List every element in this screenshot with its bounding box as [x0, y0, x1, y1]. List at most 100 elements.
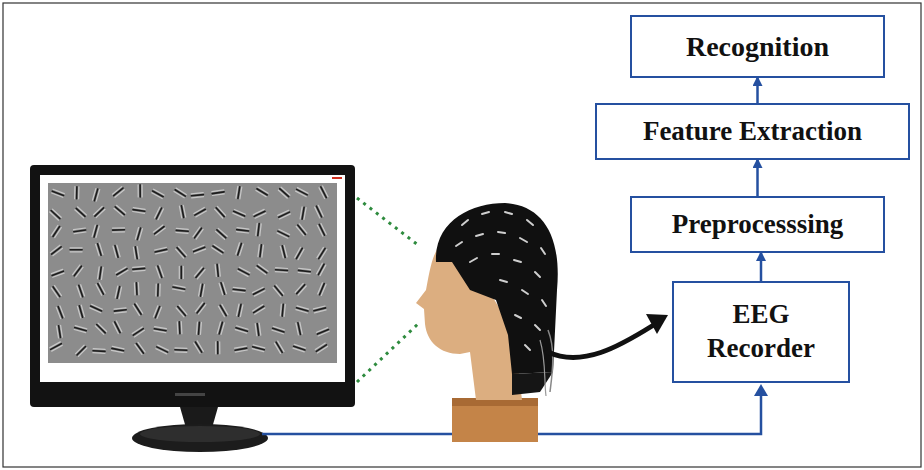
gabor-stripe — [319, 224, 324, 235]
gabor-stripe — [278, 231, 289, 236]
gabor-stripe — [70, 247, 82, 248]
gabor-stripe — [212, 192, 224, 194]
gabor-stripe — [115, 322, 120, 333]
gabor-patches — [50, 185, 330, 357]
gabor-stripe — [78, 187, 80, 199]
gabor-stripe — [317, 330, 328, 335]
gabor-stripe — [236, 328, 248, 332]
gabor-stripe — [175, 190, 185, 196]
gabor-stripe — [319, 248, 325, 258]
gabor-stripe — [91, 306, 102, 311]
gabor-stripe — [298, 323, 301, 335]
gabor-stripe — [318, 264, 324, 275]
hair — [512, 372, 553, 395]
gabor-stripe — [133, 329, 143, 336]
gabor-stripe — [138, 283, 140, 295]
gabor-stripe — [74, 228, 86, 230]
gabor-stripe — [113, 229, 125, 231]
gabor-stripe — [298, 225, 306, 234]
gabor-stripe — [238, 243, 242, 255]
flow-arrow — [760, 253, 763, 281]
gabor-stripe — [257, 189, 267, 195]
gabor-stripe — [298, 272, 310, 273]
outer-frame — [3, 3, 921, 467]
gabor-stripe — [238, 187, 240, 199]
gabor-stripe — [114, 308, 126, 309]
gabor-stripe — [114, 310, 126, 311]
gabor-stripe — [297, 189, 308, 195]
gabor-stripe — [217, 264, 218, 276]
gabor-stripe — [175, 347, 187, 349]
gabor-stripe — [179, 266, 180, 278]
gaze-line — [357, 322, 420, 382]
gabor-stripe — [215, 342, 216, 354]
gabor-stripe — [159, 284, 161, 296]
gabor-stripe — [254, 211, 265, 216]
gabor-stripe — [181, 322, 183, 334]
monitor-logo — [175, 393, 205, 396]
gabor-stripe — [275, 286, 283, 295]
gabor-stripe — [276, 269, 288, 271]
gabor-stripe — [133, 210, 145, 212]
gabor-stripe — [257, 266, 267, 273]
gabor-stripe — [138, 185, 139, 197]
monitor-bezel — [30, 165, 355, 407]
gabor-stripe — [198, 322, 200, 334]
gabor-stripe — [179, 322, 181, 334]
gabor-stripe — [280, 189, 289, 197]
monitor-base-top — [140, 426, 260, 442]
gabor-stripe — [102, 267, 104, 279]
gabor-stripe — [276, 267, 288, 269]
gabor-stripe — [155, 249, 167, 252]
gabor-stripe — [282, 246, 285, 258]
gabor-stripe — [320, 284, 325, 295]
box-label: Preprocesssing — [672, 208, 844, 242]
gabor-stripe — [94, 189, 97, 201]
gabor-stripe — [79, 306, 82, 318]
gabor-stripe — [175, 351, 187, 353]
gabor-stripe — [253, 347, 265, 350]
gabor-stripe — [153, 191, 164, 197]
gabor-stripe — [237, 228, 249, 229]
gabor-stripe — [76, 208, 85, 216]
gabor-stripe — [237, 230, 249, 231]
gabor-stripe — [239, 304, 242, 316]
gabor-stripe — [183, 266, 184, 278]
gabor-stripe — [195, 342, 201, 352]
gabor-stripe — [212, 190, 224, 192]
gabor-stripe — [276, 342, 282, 352]
gabor-stripe — [302, 207, 304, 219]
gabor-stripe — [254, 306, 264, 312]
gabor-stripe — [220, 305, 226, 315]
gabor-stripe — [282, 304, 283, 316]
gabor-stimulus — [48, 183, 337, 363]
gabor-stripe — [279, 212, 290, 217]
gabor-stripe — [233, 287, 245, 288]
gabor-stripe — [221, 283, 225, 295]
gabor-stripe — [112, 348, 124, 350]
gabor-stripe — [137, 228, 140, 240]
gabor-stripe — [156, 208, 161, 219]
gabor-stripe — [70, 251, 82, 252]
gabor-stripe — [196, 322, 198, 334]
process-box: Feature Extraction — [595, 103, 910, 160]
gabor-stripe — [117, 269, 127, 275]
gabor-stripe — [195, 209, 206, 215]
gabor-stripe — [97, 325, 106, 333]
head-stand — [452, 398, 538, 442]
gabor-stripe — [113, 231, 125, 233]
gabor-stripe — [135, 247, 137, 259]
gabor-stripe — [257, 324, 259, 336]
gabor-stripe — [133, 270, 145, 271]
gabor-stripe — [100, 267, 102, 279]
gabor-stripe — [157, 347, 168, 352]
gabor-stripe — [233, 291, 245, 292]
gabor-stripe — [113, 227, 125, 229]
gabor-stripe — [59, 326, 61, 338]
gabor-stripe — [115, 312, 127, 313]
gabor-stripe — [255, 324, 257, 336]
gabor-stripe — [74, 187, 76, 199]
gabor-stripe — [52, 191, 63, 195]
gabor-stripe — [297, 285, 305, 294]
